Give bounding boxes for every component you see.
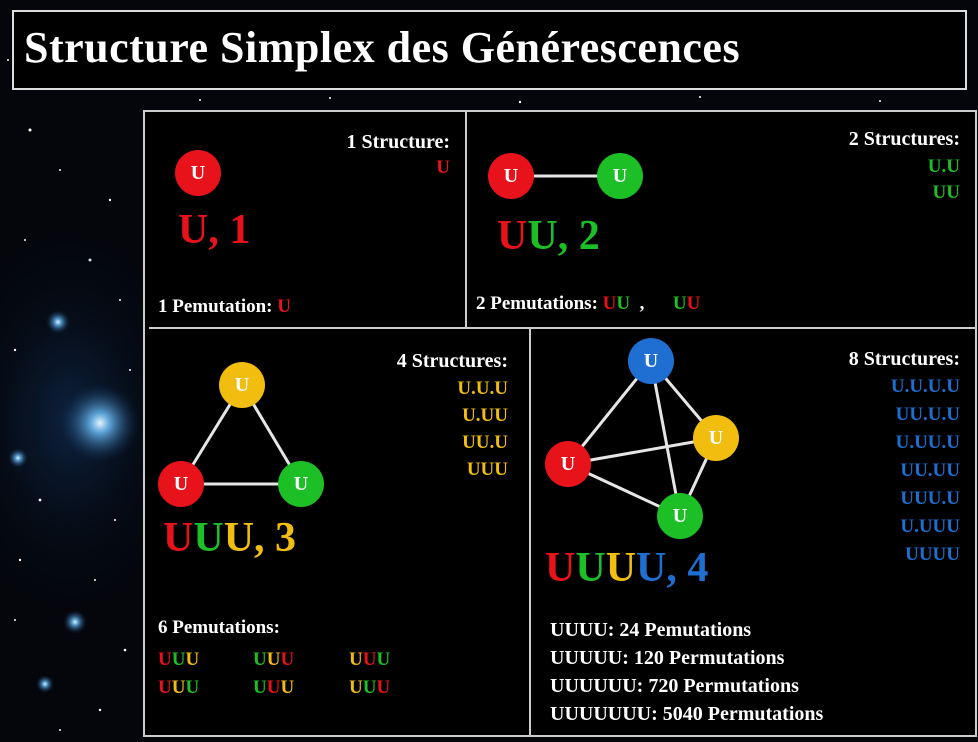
p2-perm-b1: U (686, 293, 701, 314)
p2-structure-1: UU (932, 182, 960, 203)
p3-structure-0: U.U.U (457, 378, 508, 399)
p2-structure-0: U.U (927, 156, 960, 177)
p2-perm-a1: U (616, 293, 631, 314)
p2-perm-b0: U (672, 293, 687, 314)
p2-perm-sep: , (639, 293, 645, 314)
p2-big-label: UU, 2 (497, 212, 600, 260)
p1-perm-row: 1 Pemutation: U (158, 296, 291, 318)
p3-perm-5: UUU (349, 677, 391, 698)
p2-node-red: U (488, 153, 534, 199)
p4-structure-5: U.UUU (900, 516, 960, 537)
vertical-divider-top (465, 111, 467, 328)
p4-node-blue: U (628, 338, 674, 384)
p2-big-u1: U (527, 213, 558, 259)
p3-big-u0: U (163, 515, 194, 561)
p3-structure-2: UU.U (462, 432, 508, 453)
p4-structures-header: 8 Structures: (848, 348, 960, 370)
p4-count-2: UUUUUU: 720 Permutations (550, 675, 799, 697)
p1-structures-header: 1 Structure: (346, 131, 451, 153)
p4-big-label: UUUU, 4 (545, 544, 708, 592)
p3-node-green: U (278, 461, 324, 507)
horizontal-divider (149, 327, 976, 329)
p3-perm-3: UUU (158, 677, 200, 698)
p3-big-rest: , 3 (254, 515, 297, 561)
p4-count-0: UUUU: 24 Pemutations (550, 619, 752, 641)
p1-node-red: U (175, 150, 221, 196)
p4-big-rest: , 4 (666, 545, 709, 591)
p4-structure-3: UU.UU (900, 460, 960, 481)
p4-structure-0: U.U.U.U (890, 376, 960, 397)
p4-big-u3: U (636, 545, 667, 591)
p4-permutation-counts: UUUU: 24 Pemutations UUUUU: 120 Permutat… (550, 616, 823, 728)
p2-perm-a0: U (602, 293, 617, 314)
p3-perm-2: UUU (349, 649, 391, 670)
p4-structure-4: UUU.U (900, 488, 960, 509)
p4-big-u0: U (545, 545, 576, 591)
p3-node-yellow: U (219, 362, 265, 408)
p1-big-rest: , 1 (208, 207, 251, 253)
p1-perm-label: 1 Pemutation: (158, 296, 273, 317)
p2-perm-row: 2 Pemutations: UU , UU (476, 293, 700, 315)
p4-big-u1: U (575, 545, 606, 591)
p4-node-green: U (657, 493, 703, 539)
p3-structure-1: U.UU (462, 405, 508, 426)
p1-big-u: U (178, 207, 209, 253)
p4-big-u2: U (605, 545, 637, 591)
p3-structures-header: 4 Structures: (396, 350, 508, 372)
vertical-divider-bottom (529, 328, 531, 736)
p3-perm-1: UUU (253, 649, 295, 670)
p2-big-u0: U (497, 213, 528, 259)
p4-node-red: U (545, 441, 591, 487)
p3-big-u2: U (223, 515, 255, 561)
p3-perm-0: UUU (158, 649, 200, 670)
p1-big-label: U, 1 (178, 206, 250, 254)
p1-perm-value: U (277, 296, 291, 317)
p3-perm-4: UUU (253, 677, 295, 698)
p3-big-u1: U (193, 515, 224, 561)
p1-structure-0: U (436, 157, 450, 178)
p2-big-rest: , 2 (557, 213, 600, 259)
page-title: Structure Simplex des Générescences (24, 23, 741, 72)
p2-node-green: U (597, 153, 643, 199)
p3-big-label: UUU, 3 (163, 514, 296, 562)
p2-structures-header: 2 Structures: (848, 128, 960, 150)
p4-node-yellow: U (693, 415, 739, 461)
p4-count-1: UUUUU: 120 Permutations (550, 647, 785, 669)
p3-node-red: U (158, 461, 204, 507)
p4-structure-2: U.UU.U (895, 432, 960, 453)
p4-structure-6: UUUU (905, 544, 960, 565)
p4-count-3: UUUUUUU: 5040 Permutations (550, 703, 824, 725)
p3-structure-3: UUU (466, 459, 508, 480)
title-box: Structure Simplex des Générescences (12, 10, 967, 90)
p3-perm-label: 6 Pemutations: (158, 617, 280, 638)
p4-structure-1: UU.U.U (895, 404, 960, 425)
p2-perm-label: 2 Pemutations: (476, 293, 598, 314)
